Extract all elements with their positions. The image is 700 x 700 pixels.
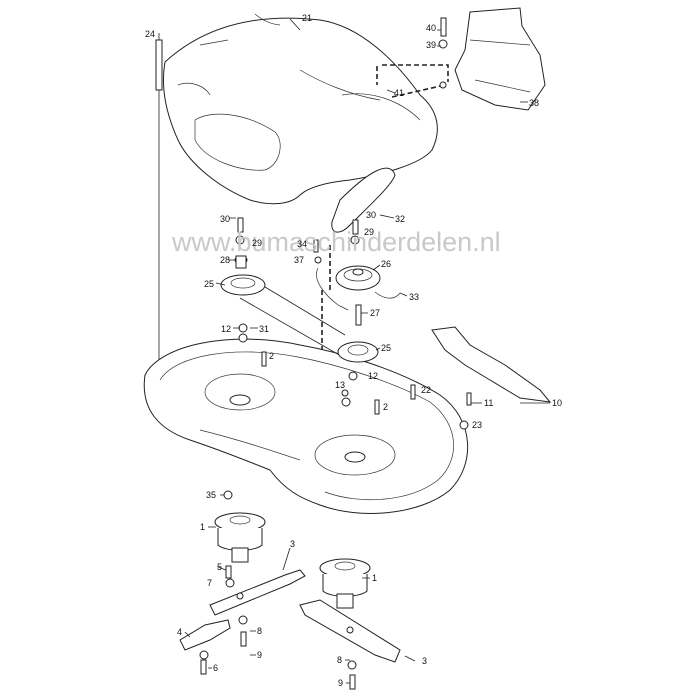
callout-22: 22 (421, 385, 431, 395)
callout-30-left: 30 (220, 214, 230, 224)
drive-belt-part (331, 167, 396, 233)
spindle-left-part (214, 512, 266, 563)
callout-39: 39 (426, 40, 436, 50)
callout-2-left: 2 (269, 351, 274, 361)
callout-24: 24 (145, 29, 155, 39)
callout-23: 23 (472, 420, 482, 430)
callout-34: 34 (297, 239, 307, 249)
callout-7: 7 (207, 578, 212, 588)
spindle-right-part (319, 558, 371, 609)
discharge-deflector-part (431, 326, 552, 403)
deck-cover-part (162, 13, 438, 205)
callout-37: 37 (294, 255, 304, 265)
callout-1-right: 1 (372, 573, 377, 583)
callout-41: 41 (394, 88, 404, 98)
pulley-left-part (220, 255, 266, 296)
callout-32: 32 (395, 214, 405, 224)
callout-21: 21 (302, 13, 312, 23)
callout-40: 40 (426, 23, 436, 33)
callout-27: 27 (370, 308, 380, 318)
callout-5: 5 (217, 562, 222, 572)
callout-12-right: 12 (368, 371, 378, 381)
callout-2-right: 2 (383, 402, 388, 412)
callout-31: 31 (259, 324, 269, 334)
callout-25-right: 25 (381, 343, 391, 353)
belt-guard-part (454, 7, 546, 111)
callout-28: 28 (220, 255, 230, 265)
cutting-deck-housing (143, 338, 469, 514)
callout-8-right: 8 (337, 655, 342, 665)
callout-9-right: 9 (338, 678, 343, 688)
callout-29-left: 29 (252, 238, 262, 248)
callout-38: 38 (529, 98, 539, 108)
callout-4: 4 (177, 627, 182, 637)
blade-adapter-part (179, 619, 231, 651)
callout-3-bottom: 3 (422, 656, 427, 666)
callout-9-left: 9 (257, 650, 262, 660)
callout-1-left: 1 (200, 522, 205, 532)
callout-35: 35 (206, 490, 216, 500)
blade-right-part (299, 599, 401, 663)
callout-10: 10 (552, 398, 562, 408)
callout-25-left: 25 (204, 279, 214, 289)
callout-11: 11 (484, 398, 493, 408)
watermark-text: www.bumaschinderdelen.nl (171, 227, 501, 257)
callout-8-left: 8 (257, 626, 262, 636)
callout-30-right: 30 (366, 210, 376, 220)
callout-33: 33 (409, 292, 419, 302)
idler-pulley-part (335, 265, 401, 299)
blade-left-part (209, 569, 306, 616)
callout-12-left: 12 (221, 324, 231, 334)
callout-6: 6 (213, 663, 218, 673)
pulley-right-part (337, 341, 379, 363)
callout-3-top: 3 (290, 539, 295, 549)
callout-26: 26 (381, 259, 391, 269)
callout-13: 13 (335, 380, 345, 390)
callout-29-right: 29 (364, 227, 374, 237)
